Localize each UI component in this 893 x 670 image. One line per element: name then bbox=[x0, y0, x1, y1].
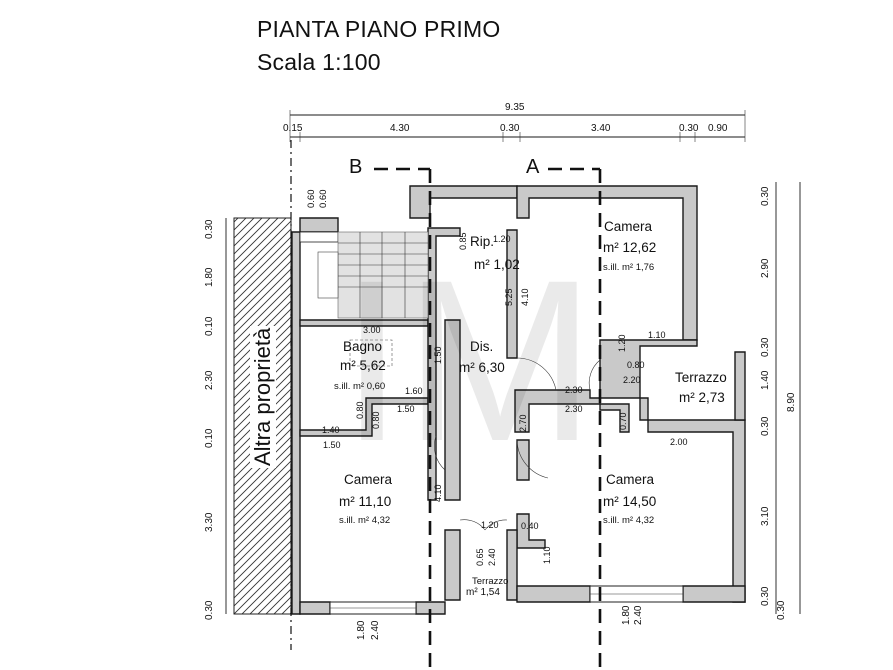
dim-080b: 0.80 bbox=[371, 411, 381, 429]
dim-right-total: 8.90 bbox=[786, 392, 797, 412]
room-area-camera-sw: m² 11,10 bbox=[339, 494, 392, 509]
section-axes bbox=[374, 167, 602, 670]
dim-230b: 2.30 bbox=[565, 404, 583, 414]
dim-right-4: 0.30 bbox=[760, 416, 771, 436]
room-sub-camera-sw: s.ill. m² 4,32 bbox=[339, 515, 391, 526]
dim-180a: 1.80 bbox=[356, 620, 367, 640]
dim-120a: 1.20 bbox=[493, 234, 511, 244]
dim-left-2: 0.10 bbox=[204, 316, 215, 336]
room-name-camera-sw: Camera bbox=[344, 472, 393, 487]
dim-060a: 0.60 bbox=[306, 189, 317, 209]
section-mark-a: A bbox=[526, 156, 540, 178]
room-sub-camera-se: s.ill. m² 4,32 bbox=[603, 515, 655, 526]
dim-right-6: 0.30 bbox=[760, 586, 771, 606]
room-area-bagno: m² 5,62 bbox=[340, 358, 386, 373]
room-area-camera-se: m² 14,50 bbox=[603, 494, 657, 509]
dim-left-3: 2.30 bbox=[204, 370, 215, 390]
dim-410b: 4.10 bbox=[433, 484, 443, 502]
dim-top-4: 0.30 bbox=[679, 123, 699, 134]
section-mark-b: B bbox=[349, 156, 363, 178]
dim-left-1: 1.80 bbox=[204, 267, 215, 287]
dim-080c: 0.80 bbox=[627, 360, 645, 370]
dim-left-6: 0.30 bbox=[204, 600, 215, 620]
staircase bbox=[317, 231, 429, 319]
dim-right-3: 1.40 bbox=[760, 370, 771, 390]
dim-110b: 1.10 bbox=[542, 546, 552, 564]
dim-total-top: 9.35 bbox=[505, 102, 525, 113]
dim-110a: 1.10 bbox=[648, 330, 666, 340]
dim-top-1: 4.30 bbox=[390, 123, 410, 134]
room-name-rip: Rip. bbox=[470, 234, 495, 249]
dim-right-extra: 0.30 bbox=[776, 600, 787, 620]
dim-040: 0.40 bbox=[521, 521, 539, 531]
room-area-dis: m² 6,30 bbox=[459, 360, 505, 375]
room-name-dis: Dis. bbox=[470, 339, 494, 354]
dim-085: 0.85 bbox=[458, 232, 468, 250]
room-area-camera-ne: m² 12,62 bbox=[603, 240, 657, 255]
dim-525: 5.25 bbox=[504, 288, 514, 306]
dim-left-5: 3.30 bbox=[204, 512, 215, 532]
dim-top-0: 0.15 bbox=[283, 123, 303, 134]
dim-140: 1.40 bbox=[322, 425, 340, 435]
door-swings bbox=[434, 357, 601, 531]
room-area-terrazzo-e: m² 2,73 bbox=[679, 390, 725, 405]
dimension-lines bbox=[225, 110, 801, 614]
dim-240a: 2.40 bbox=[487, 548, 497, 566]
dim-right-1: 2.90 bbox=[760, 258, 771, 278]
room-area-terrazzo-s: m² 1,54 bbox=[466, 587, 500, 598]
dim-right-2: 0.30 bbox=[760, 337, 771, 357]
dim-240b: 2.40 bbox=[370, 620, 381, 640]
dim-left-4: 0.10 bbox=[204, 428, 215, 448]
windows bbox=[299, 231, 684, 615]
dim-right-0: 0.30 bbox=[760, 186, 771, 206]
dim-065: 0.65 bbox=[475, 548, 485, 566]
plan-scale: Scala 1:100 bbox=[257, 49, 381, 75]
room-sub-bagno: s.ill. m² 0,60 bbox=[334, 381, 386, 392]
room-name-camera-ne: Camera bbox=[604, 219, 653, 234]
dim-070: 0.70 bbox=[618, 412, 628, 430]
dim-300: 3.00 bbox=[363, 325, 381, 335]
room-sub-camera-ne: s.ill. m² 1,76 bbox=[603, 262, 655, 273]
dim-180b: 1.80 bbox=[621, 605, 632, 625]
dim-220: 2.20 bbox=[623, 375, 641, 385]
dim-410a: 4.10 bbox=[520, 288, 530, 306]
room-name-camera-se: Camera bbox=[606, 472, 655, 487]
room-name-terrazzo-s: Terrazzo bbox=[472, 576, 509, 587]
dim-top-2: 0.30 bbox=[500, 123, 520, 134]
dim-150a: 1.50 bbox=[433, 346, 443, 364]
dim-060b: 0.60 bbox=[318, 189, 329, 209]
dim-200: 2.00 bbox=[670, 437, 688, 447]
dim-270: 2.70 bbox=[518, 414, 528, 432]
dim-top-5: 0.90 bbox=[708, 123, 728, 134]
room-name-terrazzo-e: Terrazzo bbox=[675, 370, 727, 385]
dim-120b: 1.20 bbox=[617, 334, 627, 352]
plan-title: PIANTA PIANO PRIMO bbox=[257, 16, 501, 42]
neighbour-label: Altra proprietà bbox=[250, 325, 276, 468]
bathtub bbox=[349, 339, 393, 367]
dim-080a: 0.80 bbox=[355, 401, 365, 419]
dim-150b: 1.50 bbox=[397, 404, 415, 414]
room-name-bagno: Bagno bbox=[343, 339, 383, 354]
dim-left-0: 0.30 bbox=[204, 219, 215, 239]
dim-160: 1.60 bbox=[405, 386, 423, 396]
dim-right-5: 3.10 bbox=[760, 506, 771, 526]
dim-240c: 2.40 bbox=[633, 605, 644, 625]
dim-230a: 2.30 bbox=[565, 385, 583, 395]
dim-top-3: 3.40 bbox=[591, 123, 611, 134]
dim-120c: 1.20 bbox=[481, 520, 499, 530]
watermark-logo: IM bbox=[340, 232, 596, 489]
walls bbox=[291, 185, 746, 615]
room-area-rip: m² 1,02 bbox=[474, 257, 520, 272]
dim-150c: 1.50 bbox=[323, 440, 341, 450]
